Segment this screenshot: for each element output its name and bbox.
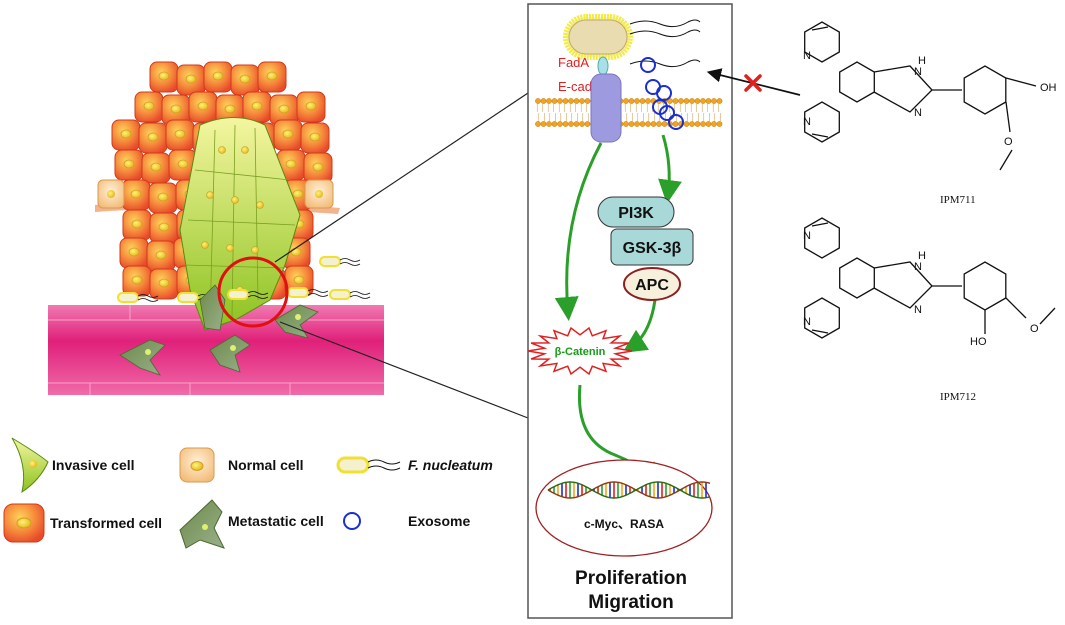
cell-nucleus bbox=[131, 219, 143, 229]
gene-targets-label: c-Myc、RASA bbox=[584, 517, 664, 531]
beta-catenin-starburst bbox=[527, 326, 633, 376]
compound-ipm712-structure bbox=[804, 217, 1056, 339]
legend-metastatic-label: Metastatic cell bbox=[228, 513, 324, 529]
cell-nucleus bbox=[212, 71, 224, 81]
ipm712-name: IPM712 bbox=[940, 391, 976, 403]
bacterium bbox=[563, 14, 701, 68]
cell-nucleus bbox=[290, 247, 302, 257]
bacterium-small bbox=[117, 292, 159, 303]
invasive-nucleus bbox=[206, 191, 214, 199]
mol2-n3: N bbox=[914, 304, 922, 316]
cell-nucleus bbox=[309, 132, 321, 142]
gsk3b-node bbox=[610, 228, 694, 266]
invasive-nucleus bbox=[218, 146, 226, 154]
mol1-o: O bbox=[1004, 136, 1013, 148]
cell-nucleus bbox=[224, 104, 236, 114]
cell-nucleus bbox=[155, 250, 167, 260]
invasive-nucleus bbox=[226, 244, 234, 252]
legend-exosome-icon bbox=[343, 512, 361, 530]
cell-nucleus bbox=[177, 159, 189, 169]
cell-nucleus bbox=[131, 275, 143, 285]
invasive-nucleus bbox=[251, 246, 259, 254]
cell-nucleus bbox=[312, 162, 324, 172]
mol2-nh: N bbox=[914, 261, 922, 273]
cell-nucleus bbox=[185, 74, 197, 84]
invasive-nucleus bbox=[201, 241, 209, 249]
mol1-n3: N bbox=[914, 107, 922, 119]
cell-nucleus bbox=[266, 71, 278, 81]
pi3k-label: PI3K bbox=[618, 205, 654, 222]
mol2-ho: HO bbox=[970, 336, 987, 348]
tumor-illustration bbox=[48, 61, 529, 419]
bacterium-small bbox=[227, 289, 269, 300]
cell-nucleus bbox=[174, 129, 186, 139]
mol2-n1: N bbox=[803, 230, 811, 242]
cell-nucleus bbox=[158, 71, 170, 81]
fada-label: FadA bbox=[558, 55, 589, 70]
inhibition-arrow bbox=[706, 68, 801, 96]
bacterium-small bbox=[319, 256, 361, 267]
cell-nucleus bbox=[170, 104, 182, 114]
cell-nucleus bbox=[143, 101, 155, 111]
cell-nucleus bbox=[157, 192, 169, 202]
cell-nucleus bbox=[147, 132, 159, 142]
cell-nucleus bbox=[278, 104, 290, 114]
mol1-nh: N bbox=[914, 66, 922, 78]
exosomes bbox=[640, 57, 684, 130]
outcome-proliferation: Proliferation bbox=[575, 568, 687, 589]
invasive-nucleus bbox=[241, 146, 249, 154]
cell-nucleus bbox=[158, 222, 170, 232]
cell-nucleus bbox=[158, 278, 170, 288]
legend-invasive-label: Invasive cell bbox=[52, 457, 135, 473]
cell-nucleus bbox=[128, 247, 140, 257]
gsk3b-label: GSK-3β bbox=[623, 240, 682, 257]
cell-nucleus bbox=[120, 129, 132, 139]
cell-nucleus bbox=[150, 162, 162, 172]
mol2-n2: N bbox=[803, 316, 811, 328]
mol1-n2: N bbox=[803, 116, 811, 128]
pi3k-node bbox=[597, 196, 675, 228]
cell-nucleus bbox=[285, 159, 297, 169]
bacterium-small bbox=[177, 292, 219, 303]
dna-helix bbox=[547, 481, 711, 499]
mol1-h: H bbox=[918, 55, 926, 67]
cell-nucleus bbox=[197, 101, 209, 111]
invasive-nucleus bbox=[256, 201, 264, 209]
legend-metastatic-icon bbox=[179, 499, 225, 549]
cell-nucleus bbox=[239, 74, 251, 84]
apc-label: APC bbox=[635, 277, 669, 294]
mol2-h: H bbox=[918, 250, 926, 262]
highlight-circle bbox=[217, 256, 289, 328]
cell-nucleus bbox=[292, 189, 304, 199]
mol2-o: O bbox=[1030, 323, 1039, 335]
legend-exosome-label: Exosome bbox=[408, 513, 470, 529]
cell-nucleus bbox=[251, 101, 263, 111]
bacterium-small bbox=[287, 287, 329, 298]
legend: Invasive cell Normal cell F. nucleatum T… bbox=[3, 437, 493, 549]
apc-node bbox=[623, 267, 681, 301]
bacterium-small bbox=[329, 289, 371, 300]
cell-nucleus bbox=[293, 275, 305, 285]
ecadherin-receptor bbox=[590, 73, 622, 143]
legend-bacterium-label: F. nucleatum bbox=[408, 457, 493, 473]
ipm711-name: IPM711 bbox=[940, 194, 976, 206]
pathway-panel: FadA E-cadherin PI3K GSK-3β APC bbox=[527, 3, 733, 619]
block-x-icon bbox=[744, 74, 762, 92]
legend-transformed-label: Transformed cell bbox=[50, 515, 162, 531]
legend-normal-label: Normal cell bbox=[228, 457, 303, 473]
cell-nucleus bbox=[130, 189, 142, 199]
mol1-n1: N bbox=[803, 50, 811, 62]
cell-nucleus bbox=[305, 101, 317, 111]
cell-nucleus bbox=[282, 129, 294, 139]
compound-ipm711-structure bbox=[804, 21, 1037, 171]
mol1-oh: OH bbox=[1040, 82, 1057, 94]
fada-protein bbox=[597, 56, 609, 76]
outcome-migration: Migration bbox=[588, 592, 674, 613]
nucleus bbox=[535, 459, 713, 557]
cell-nucleus bbox=[123, 159, 135, 169]
invasive-nucleus bbox=[231, 196, 239, 204]
legend-bacterium-icon bbox=[336, 456, 401, 474]
beta-catenin-label: β-Catenin bbox=[555, 346, 606, 358]
